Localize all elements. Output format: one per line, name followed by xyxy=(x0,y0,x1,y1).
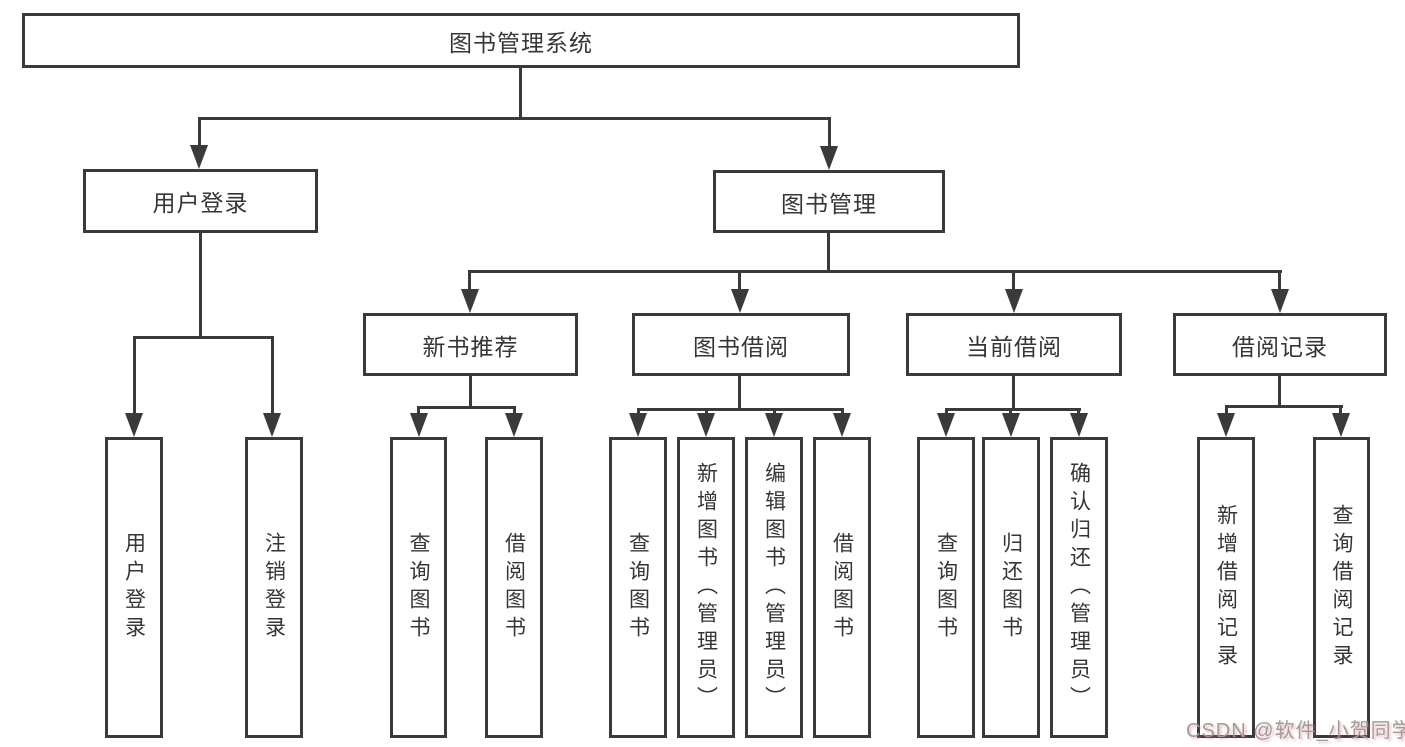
connector-line xyxy=(468,270,1282,273)
node-label: 图书管理 xyxy=(781,190,877,217)
connector-line xyxy=(1339,405,1342,418)
arrow-down-icon xyxy=(1217,413,1235,437)
connector-line xyxy=(1225,405,1343,408)
leaf-borrow-books-borrow: 借阅图书 xyxy=(813,437,871,738)
node-borrowing-records: 借阅记录 xyxy=(1173,313,1387,376)
connector-line xyxy=(1278,270,1281,293)
csdn-watermark: CSDN @软件_小贺同学 xyxy=(1186,720,1405,742)
node-label: 借阅图书 xyxy=(830,531,854,644)
connector-line xyxy=(827,233,830,273)
arrow-down-icon xyxy=(410,413,428,437)
node-label: 归还图书 xyxy=(999,531,1023,644)
connector-line xyxy=(133,336,274,339)
arrow-down-icon xyxy=(697,413,715,437)
connector-line xyxy=(1225,405,1228,418)
node-label: 借阅记录 xyxy=(1232,333,1328,360)
leaf-add-borrow-record: 新增借阅记录 xyxy=(1197,437,1255,738)
connector-line xyxy=(637,408,844,411)
leaf-logout: 注销登录 xyxy=(245,437,303,738)
connector-line xyxy=(513,406,516,418)
arrow-down-icon xyxy=(190,145,208,169)
node-book-management: 图书管理 xyxy=(713,170,945,233)
connector-line xyxy=(198,117,831,120)
leaf-borrow-books-recommend: 借阅图书 xyxy=(485,437,543,738)
arrow-down-icon xyxy=(505,413,523,437)
leaf-add-book-admin: 新增图书（管理员） xyxy=(677,437,735,738)
connector-line xyxy=(945,408,1081,411)
connector-line xyxy=(1012,270,1015,293)
node-label: 查询图书 xyxy=(626,531,650,644)
node-label: 图书借阅 xyxy=(693,333,789,360)
node-label: 注销登录 xyxy=(262,531,286,644)
node-book-borrowing: 图书借阅 xyxy=(632,313,850,376)
node-label: 用户登录 xyxy=(152,190,249,216)
connector-line xyxy=(133,336,136,417)
leaf-query-books-current: 查询图书 xyxy=(917,437,975,738)
leaf-edit-book-admin: 编辑图书（管理员） xyxy=(745,437,803,738)
node-label: 新增借阅记录 xyxy=(1214,503,1238,672)
node-label: 当前借阅 xyxy=(966,333,1062,360)
leaf-confirm-return-admin: 确认归还（管理员） xyxy=(1050,437,1108,738)
connector-line xyxy=(271,336,274,417)
connector-line xyxy=(417,406,420,418)
leaf-query-books-recommend: 查询图书 xyxy=(390,437,447,738)
node-label: 查询借阅记录 xyxy=(1330,503,1354,672)
connector-line xyxy=(738,270,741,293)
arrow-down-icon xyxy=(833,413,851,437)
connector-line xyxy=(417,406,516,409)
arrow-down-icon xyxy=(629,413,647,437)
node-label: 借阅图书 xyxy=(502,531,526,644)
node-label: 新书推荐 xyxy=(422,333,519,360)
arrow-down-icon xyxy=(461,289,479,313)
arrow-down-icon xyxy=(1070,413,1088,437)
arrow-down-icon xyxy=(1002,413,1020,437)
node-label: 查询图书 xyxy=(407,531,431,644)
node-current-borrowing: 当前借阅 xyxy=(906,313,1122,376)
leaf-user-login: 用户登录 xyxy=(105,437,163,738)
arrow-down-icon xyxy=(125,413,143,437)
connector-line xyxy=(1278,375,1281,408)
arrow-down-icon xyxy=(1332,413,1350,437)
node-label: 图书管理系统 xyxy=(449,29,593,56)
arrow-down-icon xyxy=(1005,289,1023,313)
node-label: 确认归还（管理员） xyxy=(1067,461,1091,714)
node-new-book-recommend: 新书推荐 xyxy=(363,313,578,376)
connector-line xyxy=(198,117,201,149)
node-label: 查询图书 xyxy=(934,531,958,644)
connector-line xyxy=(828,117,831,150)
connector-line xyxy=(468,270,471,293)
connector-line xyxy=(738,376,741,411)
connector-line xyxy=(469,376,472,409)
leaf-query-books-borrow: 查询图书 xyxy=(609,437,667,738)
connector-line xyxy=(199,233,202,339)
arrow-down-icon xyxy=(765,413,783,437)
arrow-down-icon xyxy=(820,146,838,170)
arrow-down-icon xyxy=(937,413,955,437)
node-label: 用户登录 xyxy=(122,531,146,644)
node-label: 新增图书（管理员） xyxy=(694,461,718,714)
node-root-system: 图书管理系统 xyxy=(22,13,1020,68)
leaf-return-book: 归还图书 xyxy=(982,437,1040,738)
arrow-down-icon xyxy=(263,413,281,437)
leaf-query-borrow-record: 查询借阅记录 xyxy=(1313,437,1370,738)
node-label: 编辑图书（管理员） xyxy=(762,461,786,714)
connector-line xyxy=(1012,376,1015,411)
arrow-down-icon xyxy=(1271,289,1289,313)
connector-line xyxy=(519,68,522,120)
node-user-login-group: 用户登录 xyxy=(83,169,318,233)
arrow-down-icon xyxy=(731,289,749,313)
